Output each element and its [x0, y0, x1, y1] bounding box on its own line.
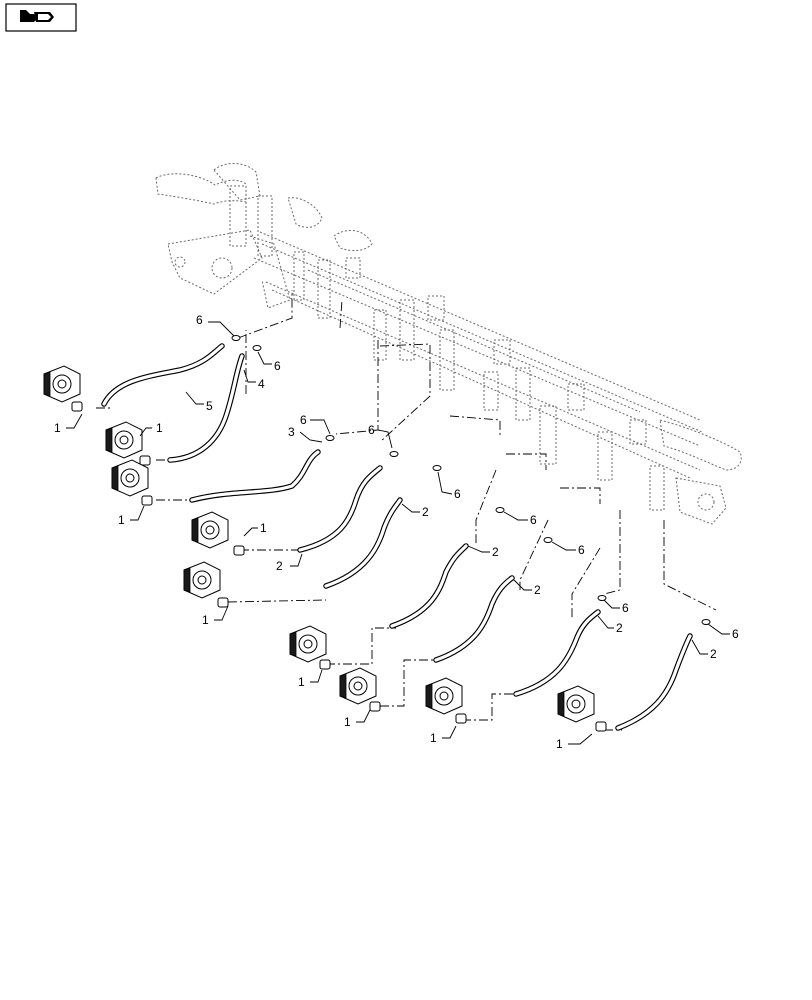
meter-7 [339, 667, 381, 712]
callout-1: 1 [430, 731, 437, 745]
callout-2: 2 [616, 621, 623, 635]
callout-6: 6 [578, 543, 585, 557]
callout-1: 1 [202, 613, 209, 627]
clamps [231, 335, 711, 625]
callout-6: 6 [732, 627, 739, 641]
row-brackets [229, 185, 665, 511]
hose-3 [189, 449, 321, 503]
meter-4 [191, 511, 245, 556]
callout-labels: 6 6 4 5 6 3 6 6 2 6 6 2 2 6 2 6 2 2 1 1 … [54, 313, 739, 751]
callout-2: 2 [492, 545, 499, 559]
hoses [101, 343, 693, 731]
hose-2-c [389, 543, 469, 629]
callout-2: 2 [534, 583, 541, 597]
callout-6: 6 [300, 413, 307, 427]
callout-2: 2 [710, 647, 717, 661]
meter-1 [43, 365, 83, 412]
callout-6: 6 [274, 359, 281, 373]
hose-2-a [297, 465, 383, 553]
callout-1: 1 [260, 521, 267, 535]
toolbar-frame [155, 163, 742, 525]
callout-6: 6 [530, 513, 537, 527]
meter-5 [183, 561, 229, 608]
meter-3 [111, 459, 153, 506]
callout-6: 6 [368, 423, 375, 437]
callout-1: 1 [298, 675, 305, 689]
callout-1: 1 [556, 737, 563, 751]
back-nav-button[interactable] [5, 3, 77, 32]
callout-6: 6 [196, 313, 203, 327]
meter-9 [557, 685, 607, 732]
hose-2-d [433, 575, 515, 663]
leader-lines [66, 321, 730, 745]
callout-1: 1 [118, 513, 125, 527]
meter-units [43, 365, 607, 732]
callout-6: 6 [622, 601, 629, 615]
hose-5 [101, 343, 225, 407]
hose-2-f [615, 633, 693, 731]
meter-8 [425, 677, 467, 724]
callout-3: 3 [288, 425, 295, 439]
back-arrow-icon [20, 10, 54, 22]
hose-2-b [323, 497, 403, 589]
hose-2-e [513, 609, 601, 697]
callout-1: 1 [156, 421, 163, 435]
callout-1: 1 [54, 421, 61, 435]
callout-6: 6 [454, 487, 461, 501]
callout-4: 4 [258, 377, 265, 391]
assembly-guides [96, 290, 717, 731]
callout-5: 5 [206, 399, 213, 413]
meter-2 [105, 421, 151, 466]
callout-2: 2 [276, 559, 283, 573]
callout-2: 2 [422, 505, 429, 519]
meter-6 [289, 625, 331, 670]
callout-1: 1 [344, 715, 351, 729]
hose-4 [167, 353, 245, 463]
